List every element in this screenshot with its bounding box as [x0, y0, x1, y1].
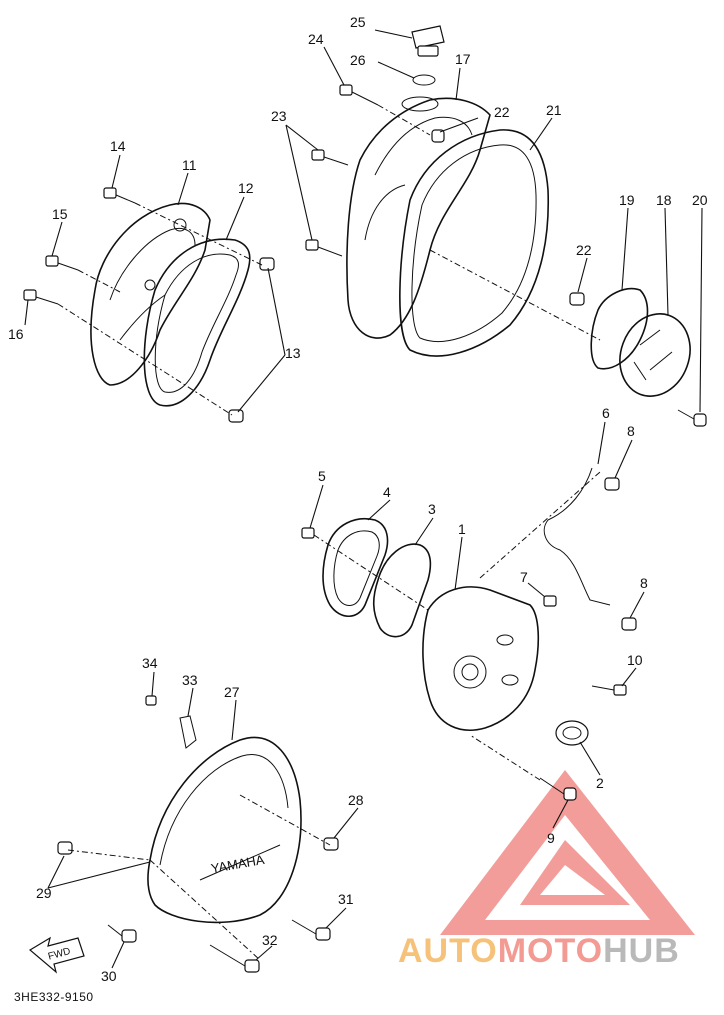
part-4-gasket [322, 518, 389, 618]
callout-16: 16 [8, 326, 24, 342]
watermark-logo: AUTOMOTOHUB [398, 932, 680, 971]
callout-18: 18 [656, 192, 672, 208]
callout-23: 23 [271, 108, 287, 124]
callout-24: 24 [308, 31, 324, 47]
watermark-triangle-icon [440, 770, 695, 935]
callout-21: 21 [546, 102, 562, 118]
part-11-cover [90, 202, 211, 386]
callout-26: 26 [350, 52, 366, 68]
part-19-plate [590, 288, 649, 370]
callout-33: 33 [182, 672, 198, 688]
callout-32: 32 [262, 932, 278, 948]
part-18-cover-disc [619, 313, 691, 397]
watermark-moto: MOTO [497, 932, 604, 970]
callout-19: 19 [619, 192, 635, 208]
callout-1: 1 [458, 521, 466, 537]
callout-2: 2 [596, 775, 604, 791]
callout-34: 34 [142, 655, 158, 671]
parts-28-29-31-32-33-34 [57, 695, 339, 973]
parts-5-7-8-10 [301, 477, 637, 696]
leader-lines [24, 29, 703, 969]
watermark-hub: HUB [603, 932, 680, 970]
part-12-gasket [143, 238, 251, 407]
callout-9: 9 [547, 830, 555, 846]
part-code: 3HE332-9150 [14, 990, 94, 1004]
callout-28: 28 [348, 792, 364, 808]
part-6-pipe [543, 467, 611, 606]
part-21-clutch-gasket [399, 129, 550, 357]
part-17-clutch-cover [346, 96, 491, 339]
part-25-oil-filler-cap [411, 25, 445, 57]
callout-31: 31 [338, 891, 354, 907]
part-20-screw [677, 409, 707, 427]
fwd-arrow-icon [28, 936, 85, 974]
callout-5: 5 [318, 468, 326, 484]
callout-14: 14 [110, 138, 126, 154]
callout-13: 13 [285, 345, 301, 361]
part-9-bolt [539, 777, 577, 801]
callout-15: 15 [52, 206, 68, 222]
part-2-plug [555, 720, 589, 746]
callout-12: 12 [238, 180, 254, 196]
callout-22a: 22 [494, 104, 510, 120]
callout-29: 29 [36, 885, 52, 901]
callout-20: 20 [692, 192, 708, 208]
callout-8a: 8 [627, 423, 635, 439]
part-27-generator-cover [147, 736, 302, 924]
callout-10: 10 [627, 652, 643, 668]
part-26-o-ring [412, 74, 436, 86]
callout-numbers: 1 2 3 4 5 6 7 8 8 9 10 11 12 13 14 15 16… [8, 14, 708, 984]
callout-7: 7 [520, 569, 528, 585]
callout-25: 25 [350, 14, 366, 30]
callout-3: 3 [428, 501, 436, 517]
part-3-gasket [372, 543, 432, 638]
cover-yamaha-text: YAMAHA [210, 852, 266, 876]
callout-27: 27 [224, 684, 240, 700]
callout-22b: 22 [576, 242, 592, 258]
part-22-dowels [431, 129, 585, 306]
callout-30: 30 [101, 968, 117, 984]
watermark-auto: AUTO [398, 932, 498, 970]
callout-11: 11 [182, 157, 197, 173]
bolts-14-15-16 [23, 187, 136, 305]
callout-4: 4 [383, 484, 391, 500]
callout-17: 17 [455, 51, 471, 67]
callout-6: 6 [602, 405, 610, 421]
callout-8b: 8 [640, 575, 648, 591]
part-1-housing [422, 586, 540, 731]
part-13-dowel-pins [228, 257, 275, 423]
